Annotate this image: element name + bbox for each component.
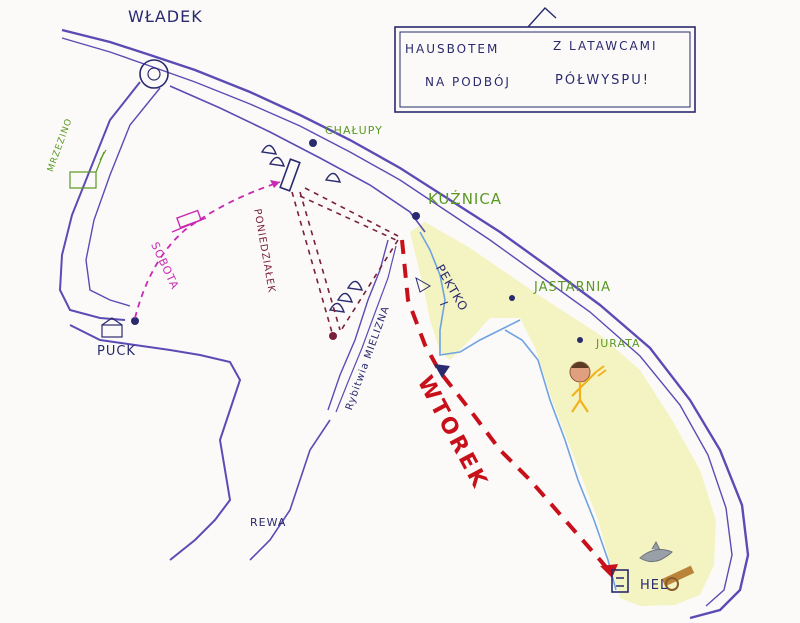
mrzezino-icon	[69, 149, 107, 189]
dolphin-icon	[639, 540, 673, 563]
title-line1a: HAUSBOTEM	[405, 42, 500, 56]
kite-sail-icon	[260, 144, 364, 313]
title-box-frame	[394, 26, 696, 113]
puck-church-icon	[101, 317, 123, 338]
title-hanger	[527, 7, 557, 28]
boat-icon	[415, 276, 449, 306]
label-jurata: JURATA	[596, 337, 641, 350]
peninsula-bay-shore	[419, 231, 617, 591]
cannon-icon	[661, 565, 695, 591]
dot-mooring	[329, 332, 337, 340]
dot-chalupy	[309, 139, 317, 147]
peninsula-sand	[410, 222, 716, 606]
title-line1b: Z LATAWCAMI	[553, 39, 658, 53]
coastline-outer-2	[61, 37, 733, 607]
coastline-outer	[61, 28, 750, 620]
dot-kuznica	[412, 212, 420, 220]
title-line2b: PÓŁWYSPU!	[555, 73, 650, 88]
route-poniedzialek	[291, 187, 399, 337]
label-jastarnia: JASTARNIA	[534, 280, 612, 295]
title-line2a: NA PODBÓJ	[425, 75, 511, 89]
route-sobota	[134, 181, 281, 319]
bay-south-coast	[69, 324, 242, 561]
hel-building-icon	[611, 569, 629, 593]
label-hel: HEL	[640, 578, 669, 593]
title-box: HAUSBOTEM Z LATAWCAMI NA PODBÓJ PÓŁWYSPU…	[395, 27, 695, 112]
houseboat-icon	[171, 209, 207, 233]
label-kuznica: KUŹNICA	[428, 190, 503, 208]
rewa-coast	[249, 419, 331, 561]
mainland-coast	[58, 81, 141, 321]
dot-jastarnia	[509, 295, 515, 301]
label-chalupy: CHAŁUPY	[325, 124, 383, 137]
mainland-coast-2	[85, 87, 161, 307]
coastline-inner	[169, 85, 426, 233]
dot-puck	[131, 317, 139, 325]
label-wladek: WŁADEK	[128, 7, 203, 26]
route-wtorek	[400, 239, 614, 576]
label-puck: PUCK	[97, 344, 136, 359]
roundabout	[139, 59, 169, 89]
waving-person-icon	[569, 361, 607, 413]
houseboat-marina	[279, 158, 301, 192]
label-rewa: REWA	[250, 516, 287, 529]
dot-jurata	[577, 337, 583, 343]
